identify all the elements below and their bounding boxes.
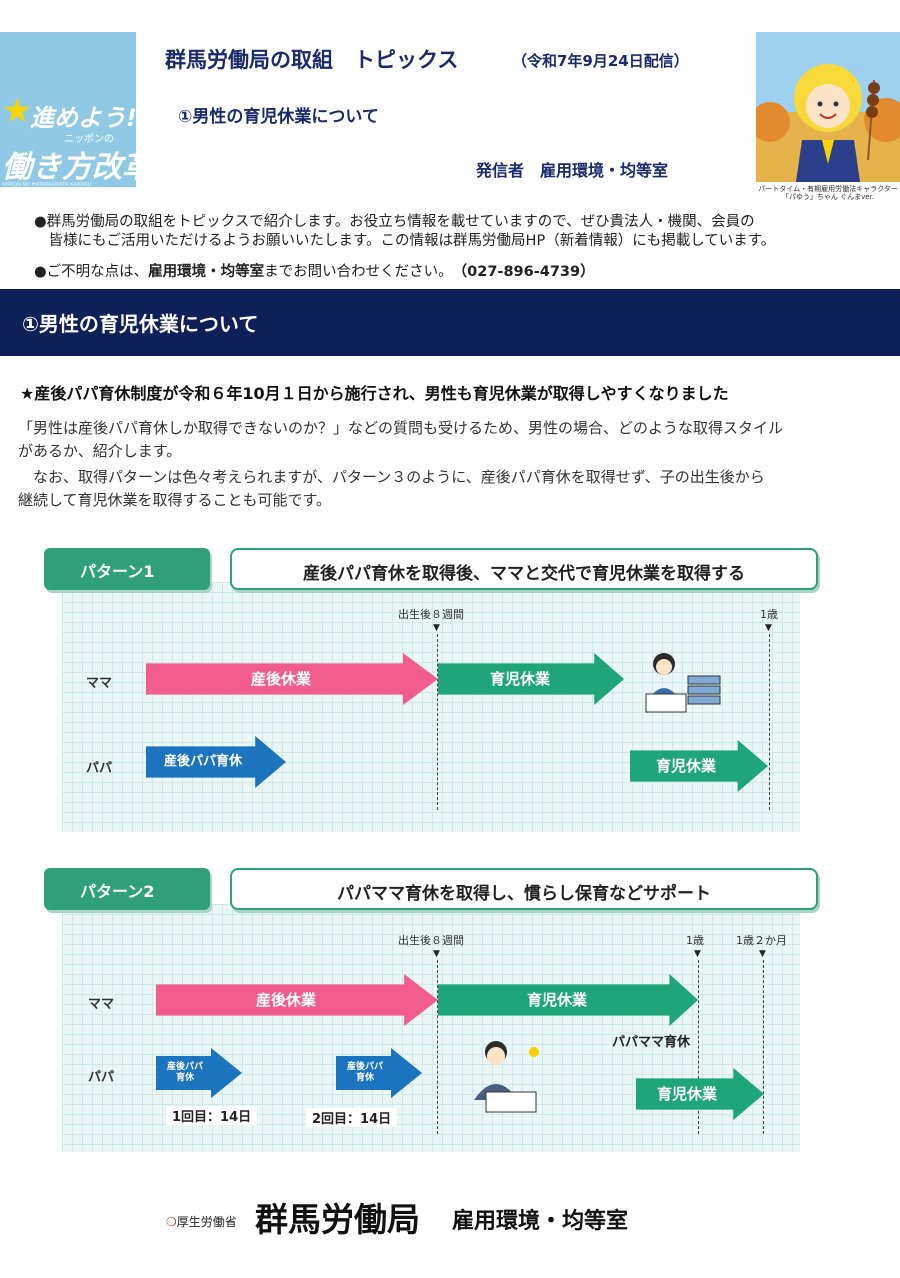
marker-triangle: ▼	[694, 949, 701, 959]
intro-bullet-1-line1: ●群馬労働局の取組をトピックスで紹介します。お役立ち情報を載せていますので、ぜひ…	[34, 214, 755, 230]
pattern2-1year2m-line	[763, 960, 764, 1134]
pattern2-8weeks-line	[437, 960, 438, 1134]
footer-dept-name: 雇用環境・均等室	[452, 1209, 629, 1234]
logo-line2: ニッポンの	[64, 134, 114, 145]
intro-bullet-2-mid: までお問い合わせください。	[264, 264, 446, 280]
intro-bullet-1: ●群馬労働局の取組をトピックスで紹介します。お役立ち情報を載せていますので、ぜひ…	[34, 213, 894, 251]
contact-phone: （027-896-4739）	[459, 264, 595, 280]
pattern2-papamama-note: パパママ育休	[612, 1035, 691, 1050]
pattern2-marker-8weeks: 出生後８週間	[398, 934, 464, 947]
page-subtitle: ①男性の育児休業について	[178, 107, 379, 127]
section-paragraph-1: 「男性は産後パパ育休しか取得できないのか？」などの質問も受けるため、男性の場合、…	[18, 417, 888, 463]
contact-dept: 雇用環境・均等室	[148, 264, 265, 280]
pattern1-heading: 産後パパ育休を取得後、ママと交代で育児休業を取得する	[230, 548, 818, 590]
mascot-caption-line1: パートタイム・有期雇用労働法キャラクター	[758, 185, 898, 193]
pattern2-tag: パターン2	[44, 868, 210, 910]
pattern1-row-mama: ママ	[86, 676, 113, 691]
pattern2-first-leave-note: 1回目：14日	[166, 1106, 258, 1125]
mascot-caption-line2: 「パゆう」ちゃん ぐんまver.	[781, 193, 875, 202]
ministry-logo: ❍厚生労働省	[166, 1213, 237, 1230]
intro-bullet-2: ●ご不明な点は、雇用環境・均等室までお問い合わせください。 （027-896-4…	[34, 263, 894, 282]
ministry-name: 厚生労働省	[176, 1215, 237, 1229]
mascot-caption: パートタイム・有期雇用労働法キャラクター 「パゆう」ちゃん ぐんまver.	[756, 185, 900, 202]
logo-line4: NIPPON NO HATARAKIKATA KAIKAKU	[2, 182, 92, 188]
pattern2-row-mama: ママ	[88, 997, 115, 1012]
mascot-image	[750, 32, 900, 182]
marker-triangle: ▼	[765, 623, 772, 633]
pattern2-marker-1year-2months: 1歳２か月	[736, 934, 787, 947]
para2-line1: なお、取得パターンは色々考えられますが、パターン３のように、産後パパ育休を取得せ…	[18, 468, 765, 486]
star-icon: ★	[2, 91, 33, 131]
pattern2-row-papa: パパ	[88, 1070, 115, 1085]
pattern1-marker-1year: 1歳	[760, 608, 778, 621]
footer-office-name: 群馬労働局	[255, 1200, 420, 1239]
section-banner: ①男性の育児休業について	[0, 289, 900, 356]
section-lead: ★産後パパ育休制度が令和６年10月１日から施行され、男性も育児休業が取得しやすく…	[20, 384, 729, 403]
marker-triangle: ▼	[433, 623, 440, 633]
marker-triangle: ▼	[759, 949, 766, 959]
section-paragraph-2: なお、取得パターンは色々考えられますが、パターン３のように、産後パパ育休を取得せ…	[18, 466, 888, 512]
pattern2-second-leave-note: 2回目：14日	[306, 1108, 398, 1127]
work-style-reform-logo: ★ 進めよう! ニッポンの 働き方改革 NIPPON NO HATARAKIKA…	[0, 32, 152, 188]
pattern1-8weeks-line	[437, 634, 438, 810]
para2-line2: 継続して育児休業を取得することも可能です。	[18, 491, 332, 509]
marker-triangle: ▼	[433, 949, 440, 959]
pattern2-1year-line	[698, 960, 699, 1134]
intro-bullet-1-line2: 皆様にもご活用いただけるようお願いいたします。この情報は群馬労働局HP（新着情報…	[34, 233, 776, 249]
pattern1-tag: パターン1	[44, 548, 210, 590]
working-mom-illustration	[640, 650, 722, 716]
para1-line1: 「男性は産後パパ育休しか取得できないのか？」などの質問も受けるため、男性の場合、…	[18, 419, 784, 437]
logo-line1: 進めよう!	[30, 104, 137, 132]
pattern1-row-papa: パパ	[86, 761, 113, 776]
working-dad-illustration	[466, 1038, 546, 1114]
page-title: 群馬労働局の取組 トピックス	[165, 48, 459, 72]
delivery-date: （令和7年9月24日配信）	[512, 52, 689, 70]
pattern2-heading: パパママ育休を取得し、慣らし保育などサポート	[230, 868, 818, 910]
para1-line2: があるか、紹介します。	[18, 442, 182, 460]
pattern2-marker-1year: 1歳	[686, 934, 704, 947]
intro-bullet-2-pre: ●ご不明な点は、	[34, 264, 149, 280]
pattern1-marker-8weeks: 出生後８週間	[398, 608, 464, 621]
pattern1-1year-line	[769, 634, 770, 810]
ministry-icon: ❍	[166, 1215, 177, 1229]
sender: 発信者 雇用環境・均等室	[476, 161, 669, 180]
logo-line3: 働き方改革	[2, 150, 152, 185]
